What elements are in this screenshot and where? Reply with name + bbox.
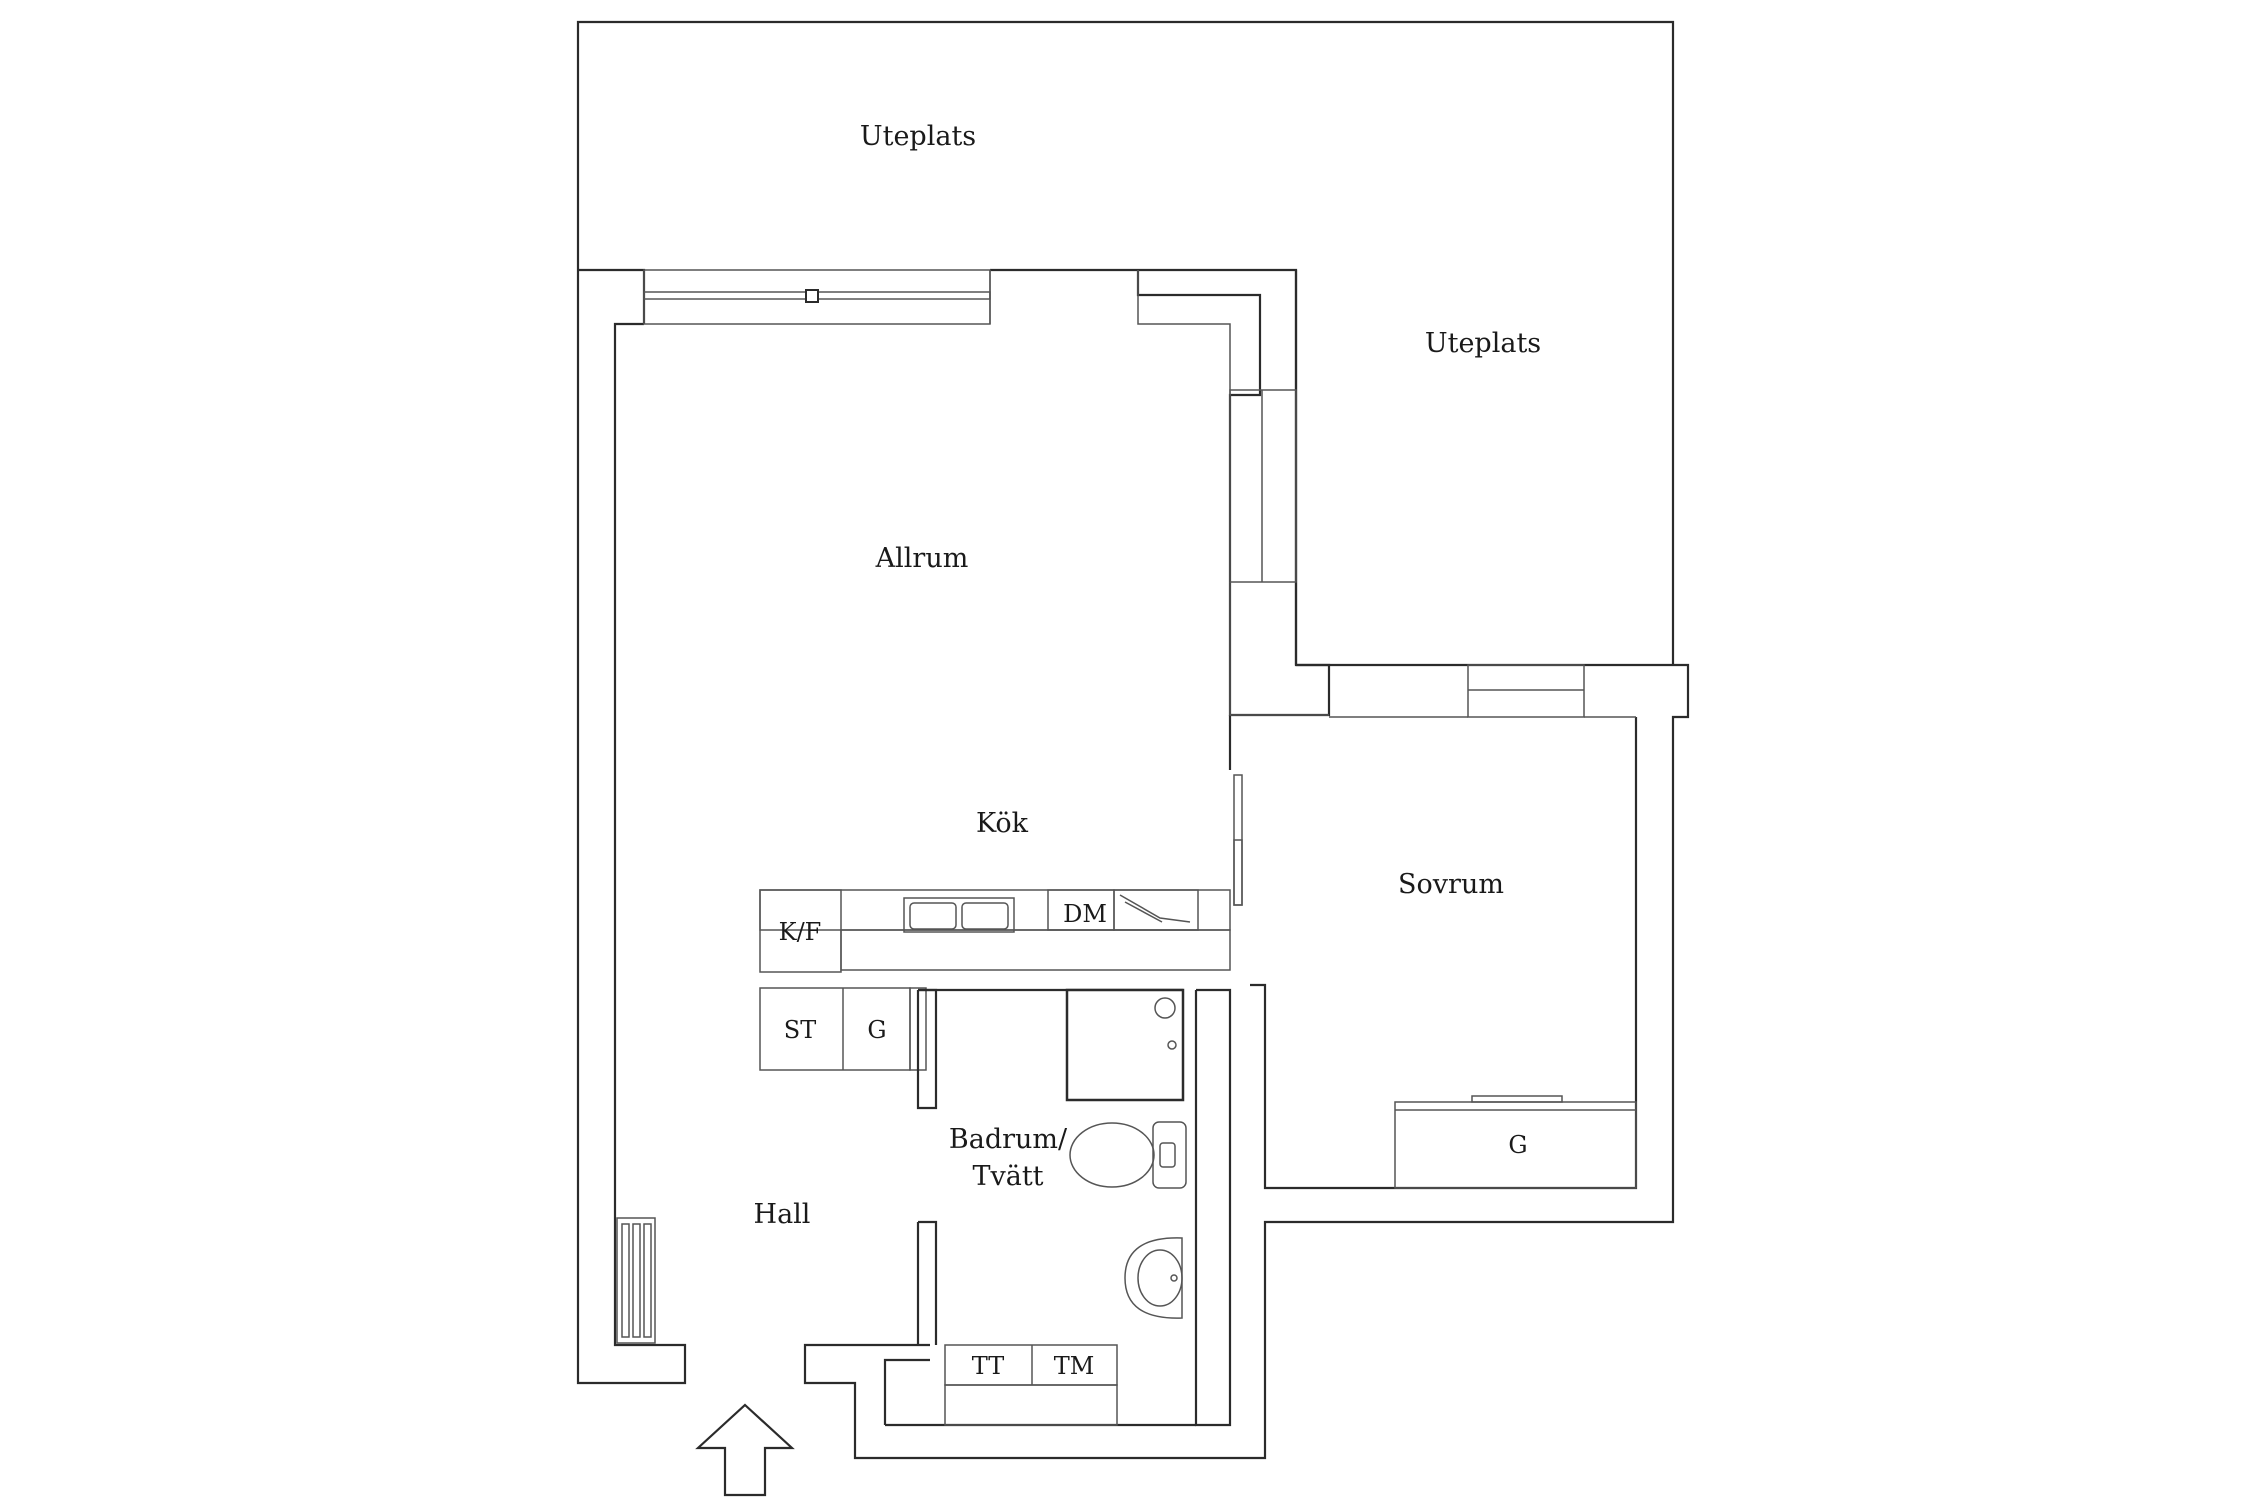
label-uteplats-north: Uteplats xyxy=(860,121,976,152)
kitchen-counter xyxy=(759,889,1231,973)
toilet-icon xyxy=(1069,1121,1187,1189)
entrance-arrow-icon xyxy=(695,1403,795,1497)
label-badrum: Badrum/ xyxy=(949,1124,1068,1155)
bedroom-wardrobe xyxy=(1394,1095,1637,1189)
north-window xyxy=(643,269,1231,395)
label-tm: TM xyxy=(1054,1352,1095,1380)
north-window-sovrum xyxy=(1329,664,1636,718)
laundry-appliances xyxy=(944,1344,1118,1426)
outer-walls xyxy=(576,268,1690,1460)
label-tt: TT xyxy=(972,1352,1004,1380)
shower-icon xyxy=(1065,988,1185,1102)
label-hall: Hall xyxy=(754,1199,811,1230)
label-tvatt: Tvätt xyxy=(972,1161,1043,1192)
sovrum-door xyxy=(1233,774,1243,906)
label-dm: DM xyxy=(1063,900,1107,928)
label-kok: Kök xyxy=(976,808,1029,839)
label-g-bedroom: G xyxy=(1508,1131,1527,1159)
kitchen-sink-icon xyxy=(903,897,1015,933)
label-allrum: Allrum xyxy=(875,543,969,574)
label-kf: K/F xyxy=(779,918,822,946)
label-sovrum: Sovrum xyxy=(1398,869,1504,900)
label-st: ST xyxy=(784,1016,816,1044)
dishwasher-icon xyxy=(1119,894,1191,923)
label-uteplats-east: Uteplats xyxy=(1425,328,1541,359)
label-g-kitchen: G xyxy=(867,1016,886,1044)
radiator-icon xyxy=(616,1217,656,1344)
east-window-allrum xyxy=(1229,389,1329,716)
washbasin-icon xyxy=(1124,1237,1183,1319)
